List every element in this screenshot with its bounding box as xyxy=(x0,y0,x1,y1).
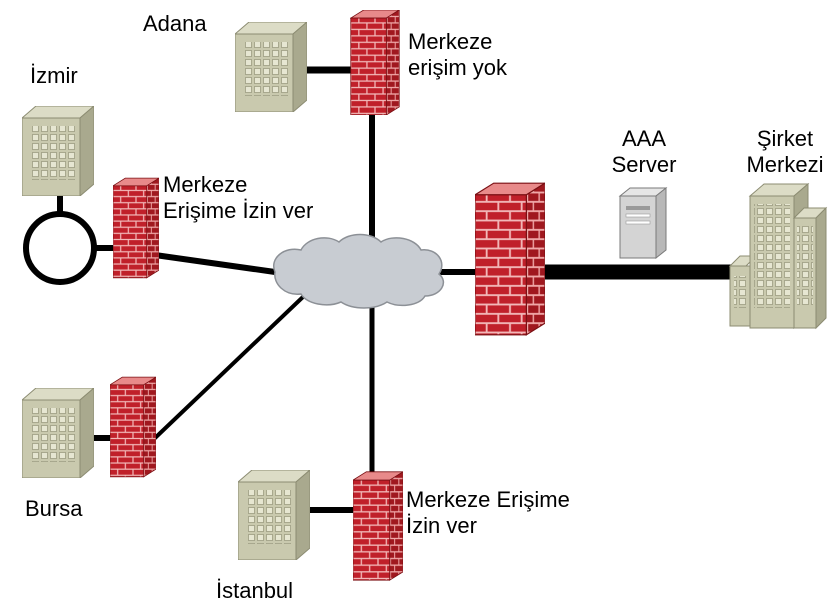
hq-firewall-icon xyxy=(475,182,545,336)
adana-policy-label: Merkeze erişim yok xyxy=(408,29,507,81)
istanbul-policy-label: Merkeze Erişime İzin ver xyxy=(406,487,570,539)
izmir-policy-line-2: Erişime İzin ver xyxy=(163,198,314,223)
adana-label: Adana xyxy=(143,11,207,36)
istanbul-building-icon xyxy=(238,470,310,560)
istanbul-label: İstanbul xyxy=(216,578,294,603)
izmir-building-icon xyxy=(22,106,94,196)
izmir-label: İzmir xyxy=(30,63,78,88)
hq-building-icon xyxy=(728,182,828,330)
aaa-server-line-2: Server xyxy=(611,152,677,177)
istanbul-firewall-icon xyxy=(353,471,403,581)
link-bursa-cloud xyxy=(153,293,307,440)
izmir-policy-label: Merkeze Erişime İzin ver xyxy=(163,172,313,224)
aaa-server-icon xyxy=(618,186,668,260)
izmir-ring-icon xyxy=(23,211,97,285)
izmir-firewall-icon xyxy=(113,177,159,279)
bursa-building-icon xyxy=(22,388,94,478)
hq-label: Şirket Merkezi xyxy=(732,126,838,178)
links xyxy=(57,66,743,513)
bursa-label: Bursa xyxy=(25,496,83,521)
cloud-icon xyxy=(272,233,445,309)
aaa-server-line-1: AAA xyxy=(621,126,667,151)
bursa-firewall-icon xyxy=(110,376,156,478)
izmir-policy-line-1: Merkeze xyxy=(163,172,248,197)
hq-line-2: Merkezi xyxy=(746,152,824,177)
adana-policy-line-1: Merkeze xyxy=(408,29,493,54)
istanbul-policy-line-1: Merkeze Erişime xyxy=(406,487,570,512)
adana-building-icon xyxy=(235,22,307,112)
hq-line-1: Şirket xyxy=(756,126,814,151)
adana-policy-line-2: erişim yok xyxy=(408,55,508,80)
adana-firewall-icon xyxy=(350,10,400,115)
link-izmir-cloud xyxy=(152,252,278,275)
aaa-server-label: AAA Server xyxy=(606,126,682,178)
istanbul-policy-line-2: İzin ver xyxy=(406,513,477,538)
